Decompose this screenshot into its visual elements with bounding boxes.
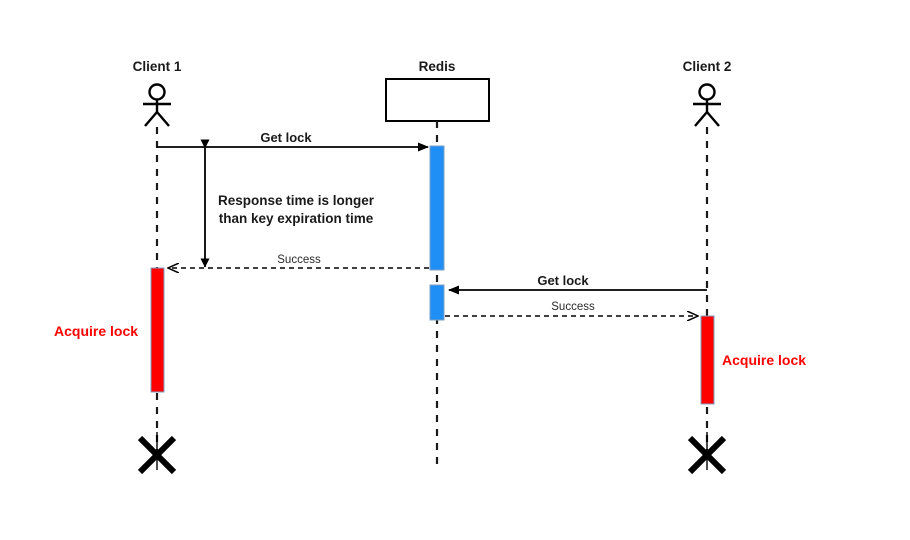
terminator-x-client2 xyxy=(687,432,727,475)
participant-client1[interactable]: Client 1 xyxy=(133,59,182,475)
acquire-lock-label-client2: Acquire lock xyxy=(722,352,806,368)
terminator-x-client1 xyxy=(137,432,177,475)
message-label-4: Success xyxy=(551,301,595,313)
redis-node-box xyxy=(385,78,490,122)
note-line-2: than key expiration time xyxy=(219,211,374,226)
note-response-time: Response time is longer than key expirat… xyxy=(200,139,375,268)
message-label-1: Get lock xyxy=(260,130,312,145)
acquire-lock-label-client1: Acquire lock xyxy=(54,323,138,339)
participant-client2[interactable]: Client 2 xyxy=(683,59,732,475)
message-get-lock-client2[interactable]: Get lock xyxy=(448,273,707,295)
note-line-1: Response time is longer xyxy=(218,193,375,208)
activation-bar-client1 xyxy=(150,267,165,393)
activation-bar-redis-2 xyxy=(429,284,445,321)
participant-label-client2: Client 2 xyxy=(683,59,732,74)
actor-icon-client1 xyxy=(143,83,171,127)
activation-bar-client2 xyxy=(700,315,715,405)
activation-bar-redis-1 xyxy=(429,145,445,271)
message-label-2: Success xyxy=(277,254,321,266)
message-label-3: Get lock xyxy=(537,273,589,288)
participant-label-redis: Redis xyxy=(419,59,456,74)
message-success-client2[interactable]: Success xyxy=(445,301,698,316)
participant-label-client1: Client 1 xyxy=(133,59,182,74)
actor-icon-client2 xyxy=(693,83,721,127)
message-get-lock-client1[interactable]: Get lock xyxy=(157,130,429,152)
participant-redis[interactable]: Redis xyxy=(385,59,490,464)
message-success-client1[interactable]: Success xyxy=(168,254,429,268)
